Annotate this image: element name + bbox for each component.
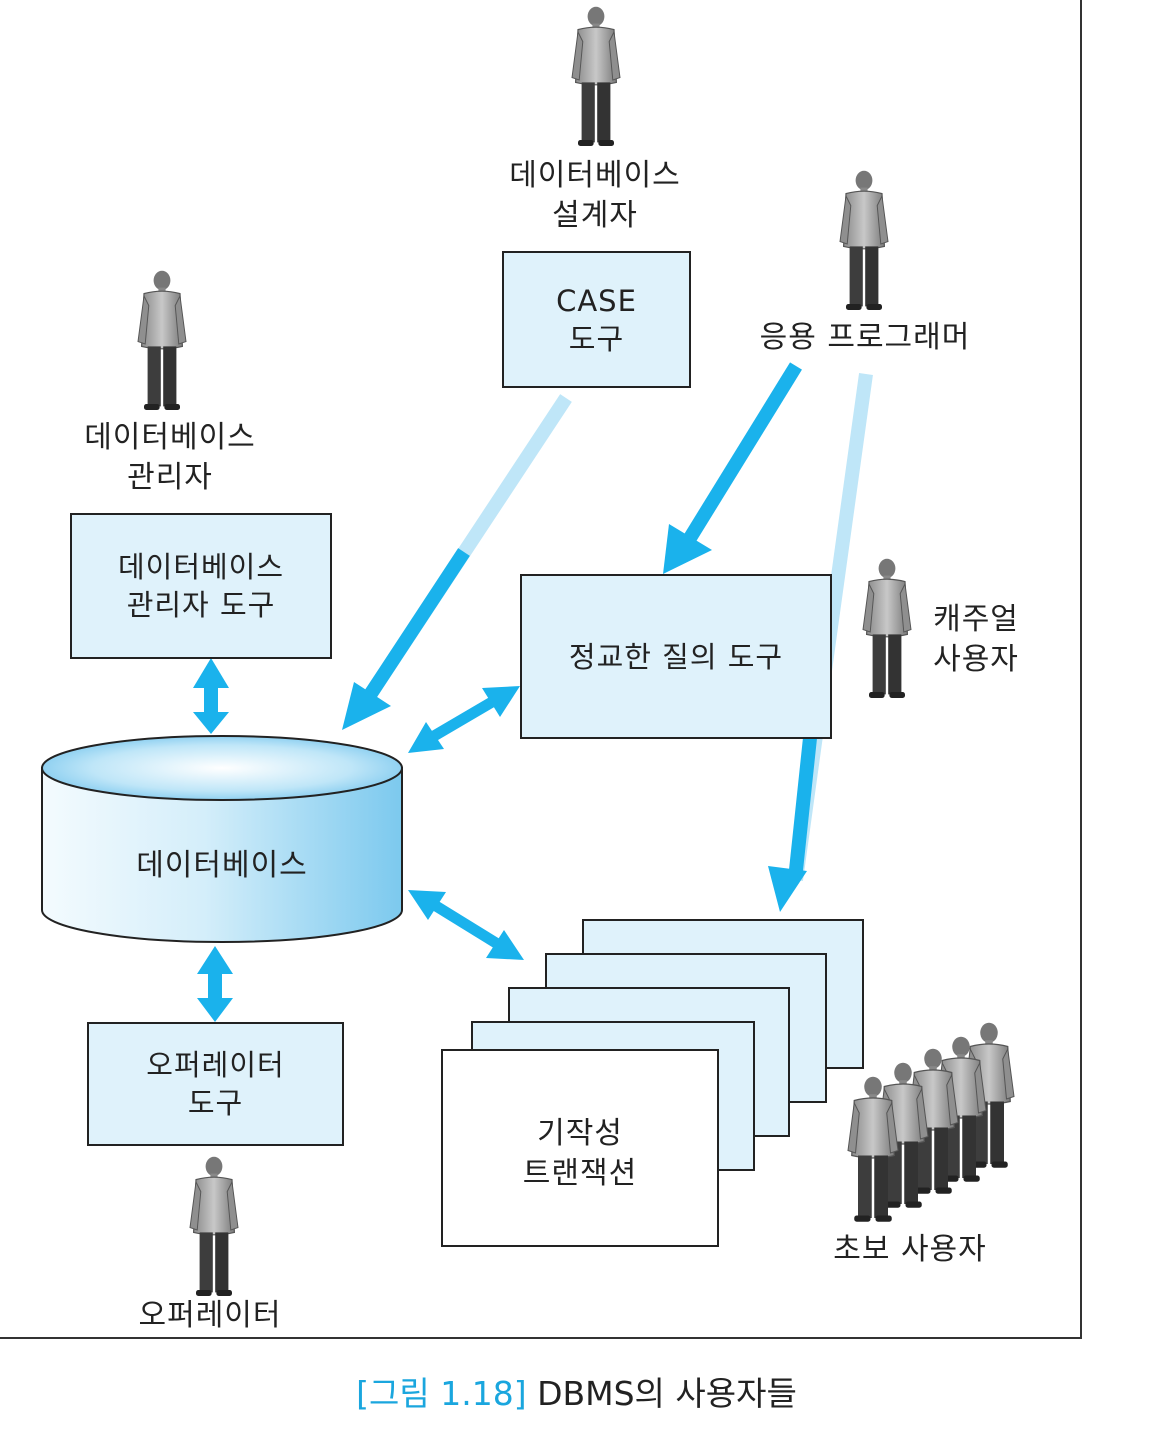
db-designer-person-icon <box>571 6 621 147</box>
query-tool-label: 정교한 질의 도구 <box>568 639 784 674</box>
canned-transactions-line2: 트랜잭션 <box>522 1156 638 1191</box>
dba-person-icon <box>137 270 187 411</box>
db-designer-label-line2: 설계자 <box>552 198 638 233</box>
query-tool-box: 정교한 질의 도구 <box>520 574 832 739</box>
figure-caption: [그림 1.18] DBMS의 사용자들 <box>0 1372 1153 1416</box>
casual-user-label: 캐주얼 사용자 <box>918 600 1034 680</box>
figure-frame <box>0 0 1082 1339</box>
dba-tool-line2: 관리자 도구 <box>126 588 276 622</box>
database-operator-tool-double-arrow <box>197 946 233 1022</box>
figure-caption-text: DBMS의 사용자들 <box>537 1374 797 1413</box>
figure-number: [그림 1.18] <box>356 1374 527 1413</box>
operator-tool-line1: 오퍼레이터 <box>146 1048 285 1082</box>
operator-person-icon <box>189 1156 239 1297</box>
dba-tool-line1: 데이터베이스 <box>117 550 285 584</box>
naive-users-label: 초보 사용자 <box>833 1232 987 1267</box>
db-designer-label: 데이터베이스 설계자 <box>480 156 710 236</box>
case-tool-box: CASE 도구 <box>502 251 691 388</box>
transaction-sheets <box>441 919 864 1247</box>
casual-user-person-icon <box>862 558 912 699</box>
app-programmer-person-icon <box>839 170 889 311</box>
dba-label: 데이터베이스 관리자 <box>55 418 285 498</box>
naive-users-crowd-icon <box>847 1022 1015 1223</box>
programmer-to-query-tool-arrow <box>663 362 802 574</box>
operator-label: 오퍼레이터 <box>138 1298 282 1333</box>
dba-label-line1: 데이터베이스 <box>84 420 256 455</box>
canned-transactions-label: 기작성 트랜잭션 <box>480 1114 680 1194</box>
dba-tool-database-double-arrow <box>193 658 229 734</box>
case-tool-line2: 도구 <box>568 321 625 356</box>
case-tool-line1: CASE <box>556 283 637 318</box>
database-label: 데이터베이스 <box>136 848 308 883</box>
canned-transactions-line1: 기작성 <box>537 1116 623 1151</box>
dba-label-line2: 관리자 <box>127 460 213 495</box>
casual-user-label-line1: 캐주얼 <box>933 602 1019 637</box>
casual-user-label-line2: 사용자 <box>933 642 1019 677</box>
case-to-database-arrow <box>342 394 572 730</box>
query-tool-database-double-arrow <box>408 686 520 753</box>
db-designer-label-line1: 데이터베이스 <box>509 158 681 193</box>
dba-tool-box: 데이터베이스 관리자 도구 <box>70 513 332 659</box>
database-transactions-double-arrow <box>408 890 524 960</box>
app-programmer-label: 응용 프로그래머 <box>759 320 971 355</box>
operator-tool-line2: 도구 <box>187 1086 244 1120</box>
database-cylinder <box>41 735 403 943</box>
operator-tool-box: 오퍼레이터 도구 <box>87 1022 344 1146</box>
